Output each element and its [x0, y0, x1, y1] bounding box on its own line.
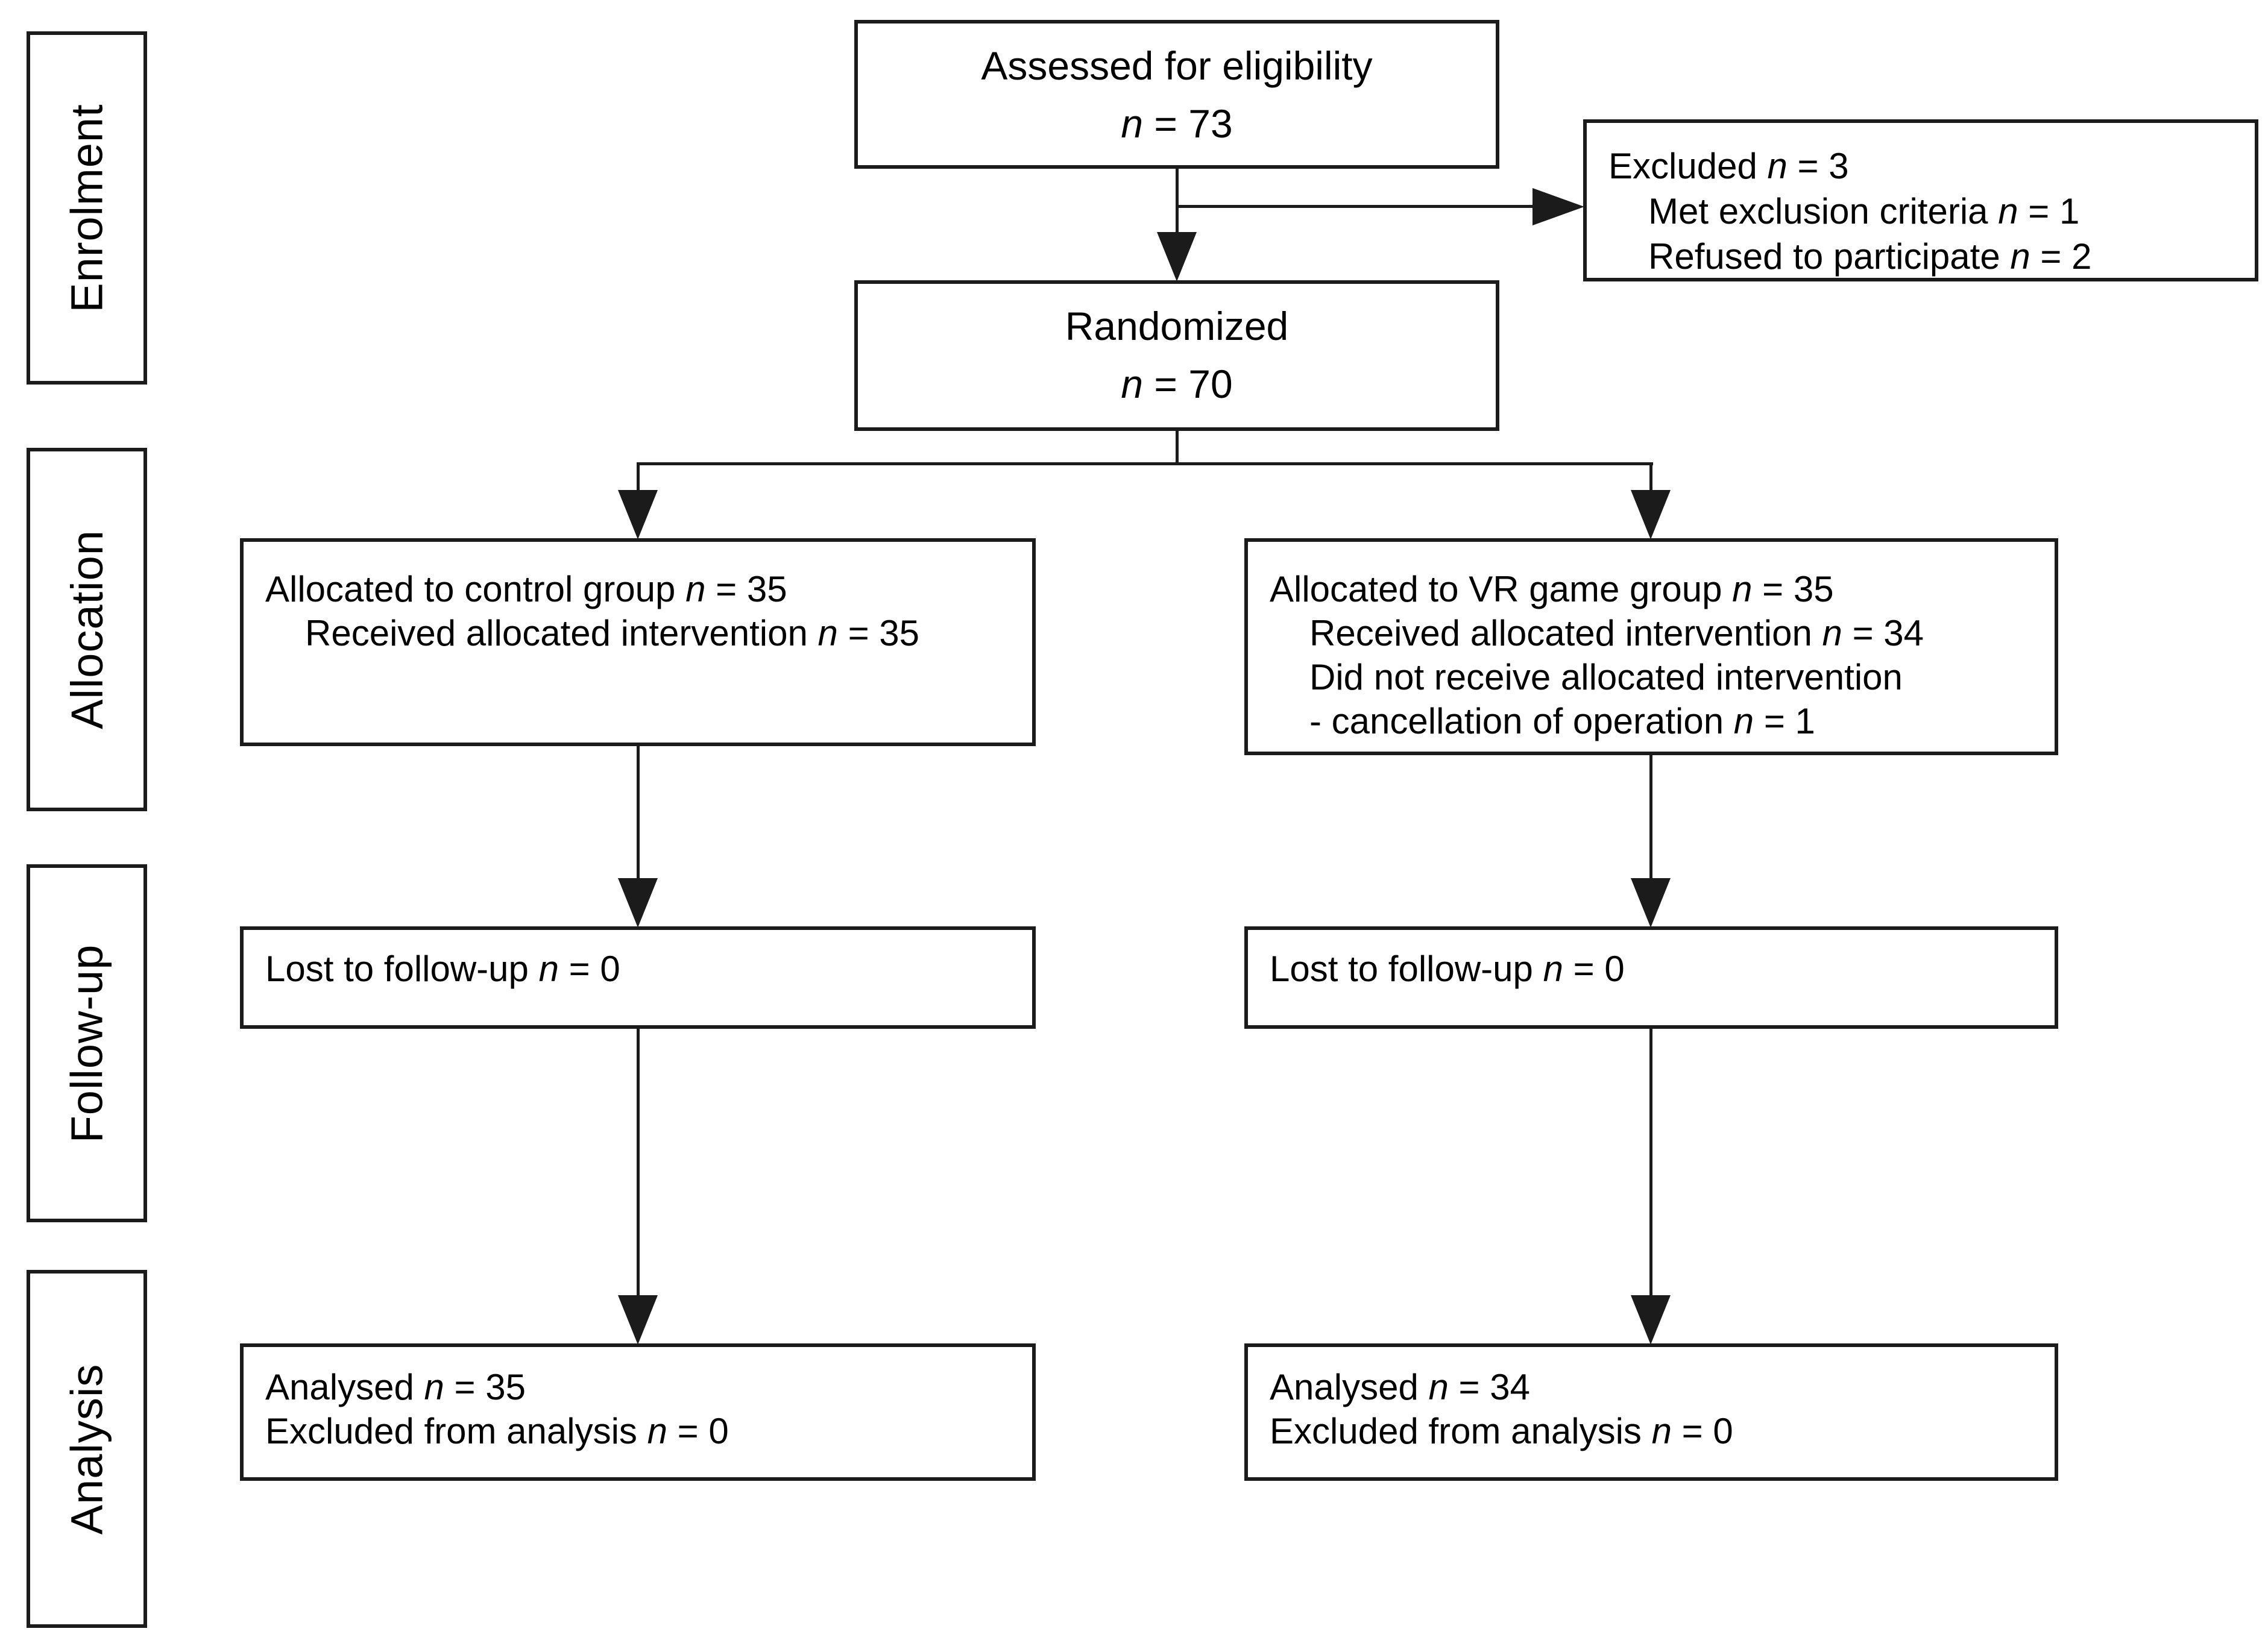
connector-vr-followup-to-analysis-line: [1649, 1029, 1652, 1299]
n-symbol: n: [1733, 701, 1754, 741]
box-assessed-for-eligibility: Assessed for eligibility n = 73: [854, 20, 1499, 169]
stage-label-followup: Follow-up: [61, 944, 112, 1143]
n-symbol: n: [1651, 1411, 1672, 1451]
box-line: Allocated to control group n = 35: [265, 569, 787, 609]
box-excluded: Excluded n = 3 Met exclusion criteria n =…: [1583, 119, 2258, 281]
box-line: n = 70: [1121, 362, 1233, 406]
connector-control-allocation-to-followup-line: [637, 746, 640, 885]
stage-label-allocation: Allocation: [61, 530, 112, 729]
box-line: Met exclusion criteria n = 1: [1648, 191, 2080, 231]
box-line: - cancellation of operation n = 1: [1309, 701, 1815, 741]
arrowhead-into-analysis-control: [618, 1295, 658, 1345]
n-symbol: n: [1767, 146, 1788, 186]
box-line: Received allocated intervention n = 35: [305, 613, 920, 653]
box-line: n = 73: [1121, 101, 1233, 146]
arrowhead-into-excluded: [1532, 188, 1584, 225]
box-line: Excluded from analysis n = 0: [265, 1411, 729, 1451]
arrowhead-into-followup-control: [618, 878, 658, 928]
box-line: Received allocated intervention n = 34: [1309, 613, 1924, 653]
box-line: Lost to follow-up n = 0: [265, 949, 620, 989]
n-symbol: n: [1121, 362, 1144, 406]
box-lost-to-followup-vr: Lost to follow-up n = 0: [1244, 926, 2058, 1029]
box-line: Did not receive allocated intervention: [1309, 657, 1903, 697]
connector-branch-to-control-line: [637, 462, 640, 495]
n-symbol: n: [685, 569, 706, 609]
n-symbol: n: [538, 949, 559, 989]
n-symbol: n: [1428, 1367, 1449, 1407]
stage-box-followup: Follow-up: [27, 864, 147, 1222]
box-line: Excluded n = 3: [1608, 146, 1849, 186]
connector-randomized-to-branch-line: [1176, 431, 1179, 465]
box-line: Refused to participate n = 2: [1648, 236, 2092, 277]
connector-to-excluded-line: [1177, 205, 1534, 208]
stage-label-analysis: Analysis: [61, 1363, 112, 1534]
connector-branch-to-vr-line: [1649, 462, 1652, 495]
box-randomized: Randomized n = 70: [854, 280, 1499, 431]
n-symbol: n: [1822, 613, 1842, 653]
box-line: Randomized: [1065, 304, 1289, 348]
arrowhead-into-analysis-vr: [1631, 1295, 1671, 1345]
branch-horizontal-line: [637, 462, 1653, 465]
n-symbol: n: [1998, 191, 2018, 231]
n-symbol: n: [1732, 569, 1753, 609]
arrowhead-into-allocated-control: [618, 490, 658, 539]
connector-control-followup-to-analysis-line: [637, 1029, 640, 1299]
box-line: Excluded from analysis n = 0: [1270, 1411, 1733, 1451]
connector-vr-allocation-to-followup-line: [1649, 755, 1652, 885]
n-symbol: n: [817, 613, 838, 653]
box-line: Analysed n = 35: [265, 1367, 526, 1407]
n-symbol: n: [647, 1411, 667, 1451]
n-symbol: n: [1543, 949, 1563, 989]
box-line: Allocated to VR game group n = 35: [1270, 569, 1834, 609]
arrowhead-into-allocated-vr: [1631, 490, 1671, 539]
box-line: Lost to follow-up n = 0: [1270, 949, 1625, 989]
arrowhead-into-followup-vr: [1631, 878, 1671, 928]
n-symbol: n: [1121, 101, 1144, 146]
n-symbol: n: [2010, 236, 2030, 277]
n-symbol: n: [424, 1367, 444, 1407]
stage-box-allocation: Allocation: [27, 448, 147, 811]
arrowhead-into-randomized: [1157, 232, 1197, 281]
stage-box-analysis: Analysis: [27, 1270, 147, 1628]
box-line: Assessed for eligibility: [981, 43, 1373, 88]
box-line: Analysed n = 34: [1270, 1367, 1530, 1407]
box-lost-to-followup-control: Lost to follow-up n = 0: [240, 926, 1036, 1029]
stage-label-enrolment: Enrolment: [61, 103, 112, 313]
stage-box-enrolment: Enrolment: [27, 31, 147, 385]
